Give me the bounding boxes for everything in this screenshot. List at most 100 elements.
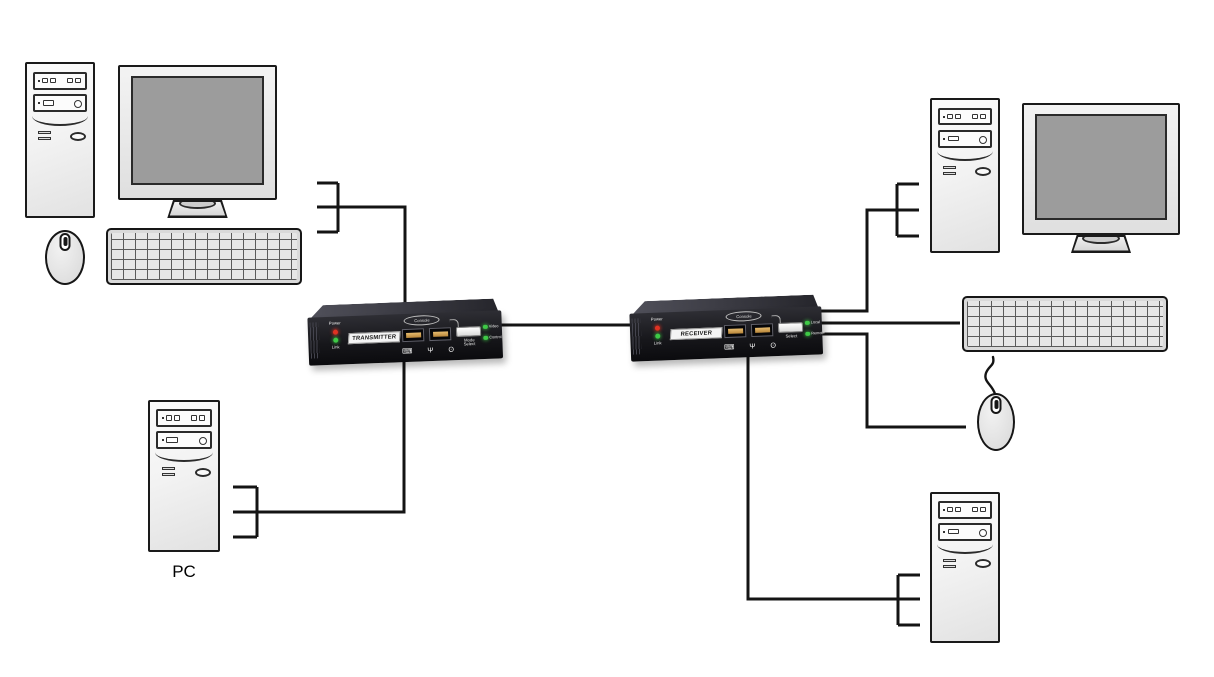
console-oval: Console: [403, 314, 440, 327]
keyboard-left: [106, 228, 302, 285]
drive-bays: [937, 501, 993, 541]
mode-select-button: [455, 326, 482, 338]
power-button: [194, 467, 211, 477]
case-curve: [154, 452, 214, 462]
mouse-right: [977, 393, 1015, 451]
local-led-label: Local: [810, 320, 820, 325]
vent-grille: [309, 322, 320, 359]
status-led-block: Power Link: [320, 319, 349, 352]
power-button: [974, 167, 991, 177]
kvm-receiver: Power Link RECEIVER Console ⌨ Ψ ʘ: [629, 298, 824, 362]
case-curve: [936, 151, 994, 162]
device-name-tag: TRANSMITTER: [347, 331, 401, 345]
power-led-label: Power: [650, 316, 663, 322]
case-curve: [936, 543, 994, 554]
transmitter-front-panel: Power Link TRANSMITTER Console ⌨ Ψ ʘ: [307, 310, 504, 366]
keyboard-right: [962, 296, 1168, 352]
receiver-front-panel: Power Link RECEIVER Console ⌨ Ψ ʘ: [629, 306, 824, 362]
case-curve: [31, 115, 89, 126]
console-oval: Console: [725, 310, 762, 323]
usb-port-1: [401, 328, 425, 343]
button-caption: Select: [785, 333, 798, 339]
optical-drive: [937, 107, 993, 126]
usb-icon: Ψ: [427, 346, 434, 355]
control-led-label: Control: [488, 335, 502, 340]
pc-caption: PC: [172, 562, 196, 581]
status-led-block: Power Link: [642, 315, 671, 348]
port-icons: ⌨ Ψ ʘ: [723, 341, 777, 352]
device-name-label: RECEIVER: [680, 329, 713, 338]
monitor-top-left: [118, 65, 277, 218]
eject-button: [198, 436, 207, 445]
usb-icon: Ψ: [749, 341, 756, 351]
wire-receiver-to-right-pc-top: [810, 182, 919, 313]
scroll-wheel: [990, 396, 1002, 414]
wire-receiver-to-right-mouse: [810, 332, 966, 429]
pc-tower-top-left: [25, 62, 95, 218]
optical-drive: [156, 409, 212, 427]
monitor-bezel: [118, 65, 277, 200]
control-led: [483, 335, 488, 341]
remote-led: [805, 331, 810, 337]
link-led: [332, 337, 338, 343]
eject-button: [979, 135, 988, 144]
keyboard-icon: ⌨: [401, 346, 413, 356]
front-vents: [161, 467, 175, 479]
pc-tower-bottom-right: [930, 492, 1000, 643]
disc-drive: [937, 523, 993, 541]
pc-tower-bottom-left: [148, 400, 220, 552]
power-led: [654, 325, 660, 331]
power-led: [332, 329, 338, 335]
local-led: [804, 320, 810, 326]
drive-bays: [156, 409, 212, 449]
usb-port-2: [428, 327, 452, 342]
monitor-screen: [1035, 114, 1167, 220]
console-label: Console: [735, 313, 752, 319]
device-name-label: TRANSMITTER: [351, 333, 397, 342]
link-led-label: Link: [653, 340, 662, 346]
optical-drive: [32, 71, 88, 90]
video-led-label: Video: [488, 324, 499, 329]
mouse-left: [45, 230, 85, 285]
front-vents: [38, 130, 52, 143]
key-grid: [967, 301, 1163, 347]
power-button: [69, 131, 86, 141]
video-led: [482, 324, 488, 330]
drive-bays: [937, 107, 993, 149]
disc-drive: [156, 431, 212, 449]
wire-receiver-to-bottom-right-pc: [746, 353, 920, 627]
disc-drive: [937, 129, 993, 148]
scroll-wheel: [59, 233, 71, 251]
key-grid: [111, 233, 297, 280]
console-label: Console: [413, 317, 430, 323]
usb-port-1: [723, 324, 747, 339]
stand-swivel: [1082, 236, 1120, 244]
monitor-top-right: [1022, 103, 1180, 253]
link-led-label: Link: [331, 345, 340, 350]
monitor-stand: [167, 199, 228, 218]
remote-led-label: Remote: [810, 330, 825, 336]
wire-left-console-to-transmitter: [317, 181, 407, 309]
disc-drive: [32, 94, 88, 113]
select-button: [777, 322, 804, 333]
usb-port-2: [750, 323, 774, 338]
signal-led-block: Video Control: [482, 322, 522, 345]
kvm-transmitter: Power Link TRANSMITTER Console ⌨ Ψ ʘ: [307, 302, 504, 366]
vent-grille: [631, 318, 642, 355]
signal-led-block: Local Remote: [804, 317, 846, 341]
stand-swivel: [178, 201, 217, 209]
front-vents: [943, 558, 957, 571]
monitor-bezel: [1022, 103, 1180, 235]
mouse-cord: [984, 355, 997, 396]
front-vents: [943, 166, 957, 178]
port-icons: ⌨ Ψ ʘ: [401, 345, 455, 356]
monitor-screen: [131, 76, 264, 185]
wire-transmitter-to-left-pc: [233, 355, 406, 539]
drive-bays: [32, 71, 88, 113]
device-name-tag: RECEIVER: [669, 327, 723, 341]
power-button: [974, 559, 991, 569]
link-led: [654, 333, 660, 339]
keyboard-icon: ⌨: [723, 342, 735, 352]
